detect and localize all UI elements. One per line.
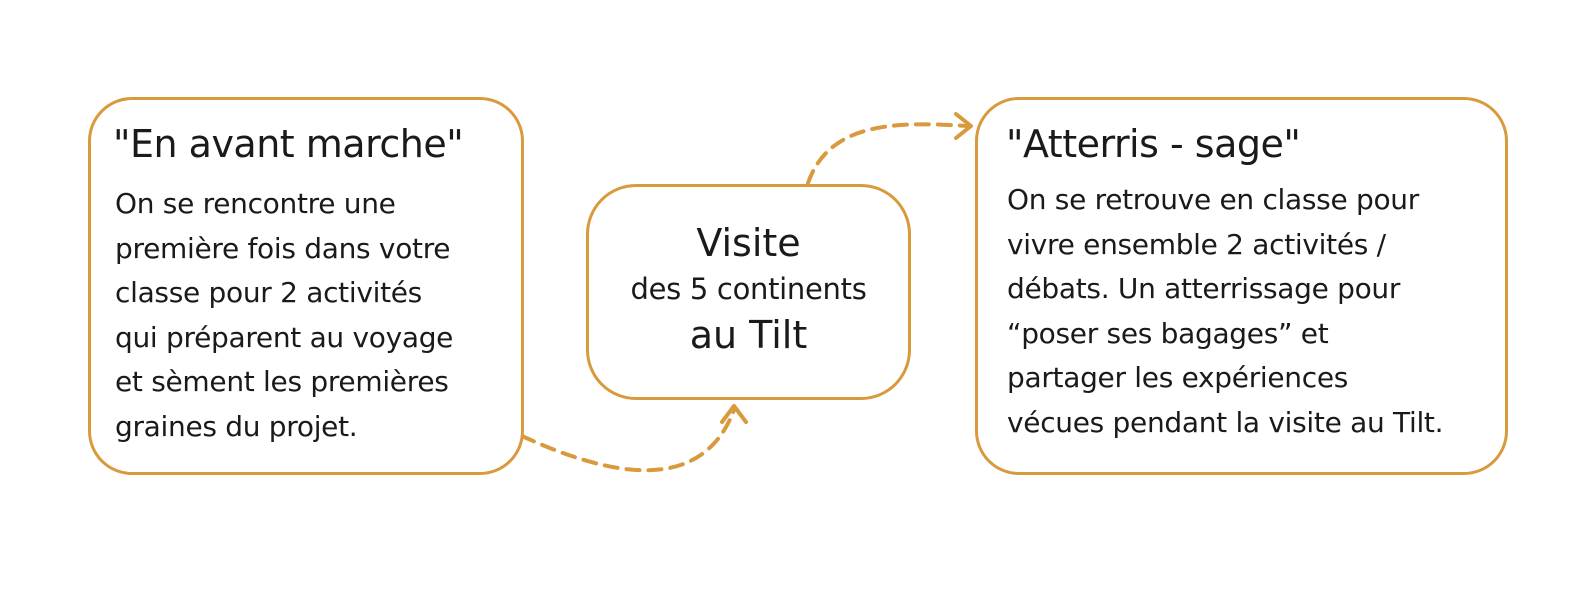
visit-location: au Tilt	[689, 313, 808, 357]
step-en-avant-marche-box: "En avant marche" On se rencontre une pr…	[88, 97, 524, 475]
description-line: On se retrouve en classe pour	[1007, 183, 1419, 216]
description-line: débats. Un atterrissage pour	[1007, 272, 1401, 305]
description-line: qui préparent au voyage	[115, 320, 454, 354]
arrow-left-to-middle-connector	[520, 408, 736, 473]
arrow-left-to-middle-head-icon	[720, 404, 748, 424]
description-line: vivre ensemble 2 activités /	[1007, 227, 1386, 261]
arrow-middle-to-right-head-icon	[954, 112, 973, 140]
visit-title: Visite	[696, 221, 801, 265]
step-title: "En avant marche"	[113, 122, 464, 166]
step-description: On se rencontre une première fois dans v…	[115, 182, 453, 449]
description-line: vécues pendant la visite au Tilt.	[1007, 405, 1444, 439]
description-line: On se rencontre une	[115, 187, 396, 220]
description-line: et sèment les premières	[115, 365, 449, 398]
description-line: classe pour 2 activités	[115, 276, 422, 309]
visit-subtitle: des 5 continents	[630, 272, 867, 306]
description-line: première fois dans votre	[115, 231, 451, 265]
description-line: graines du projet.	[115, 409, 358, 443]
step-description: On se retrouve en classe pour vivre ense…	[1007, 178, 1444, 445]
step-atterris-sage-box: "Atterris - sage" On se retrouve en clas…	[975, 97, 1508, 475]
arrow-middle-to-right-connector	[806, 122, 970, 185]
step-visite-box: Visite des 5 continents au Tilt	[586, 184, 911, 400]
step-title: "Atterris - sage"	[1006, 122, 1301, 166]
description-line: “poser ses bagages” et	[1007, 316, 1329, 350]
description-line: partager les expériences	[1007, 361, 1349, 394]
